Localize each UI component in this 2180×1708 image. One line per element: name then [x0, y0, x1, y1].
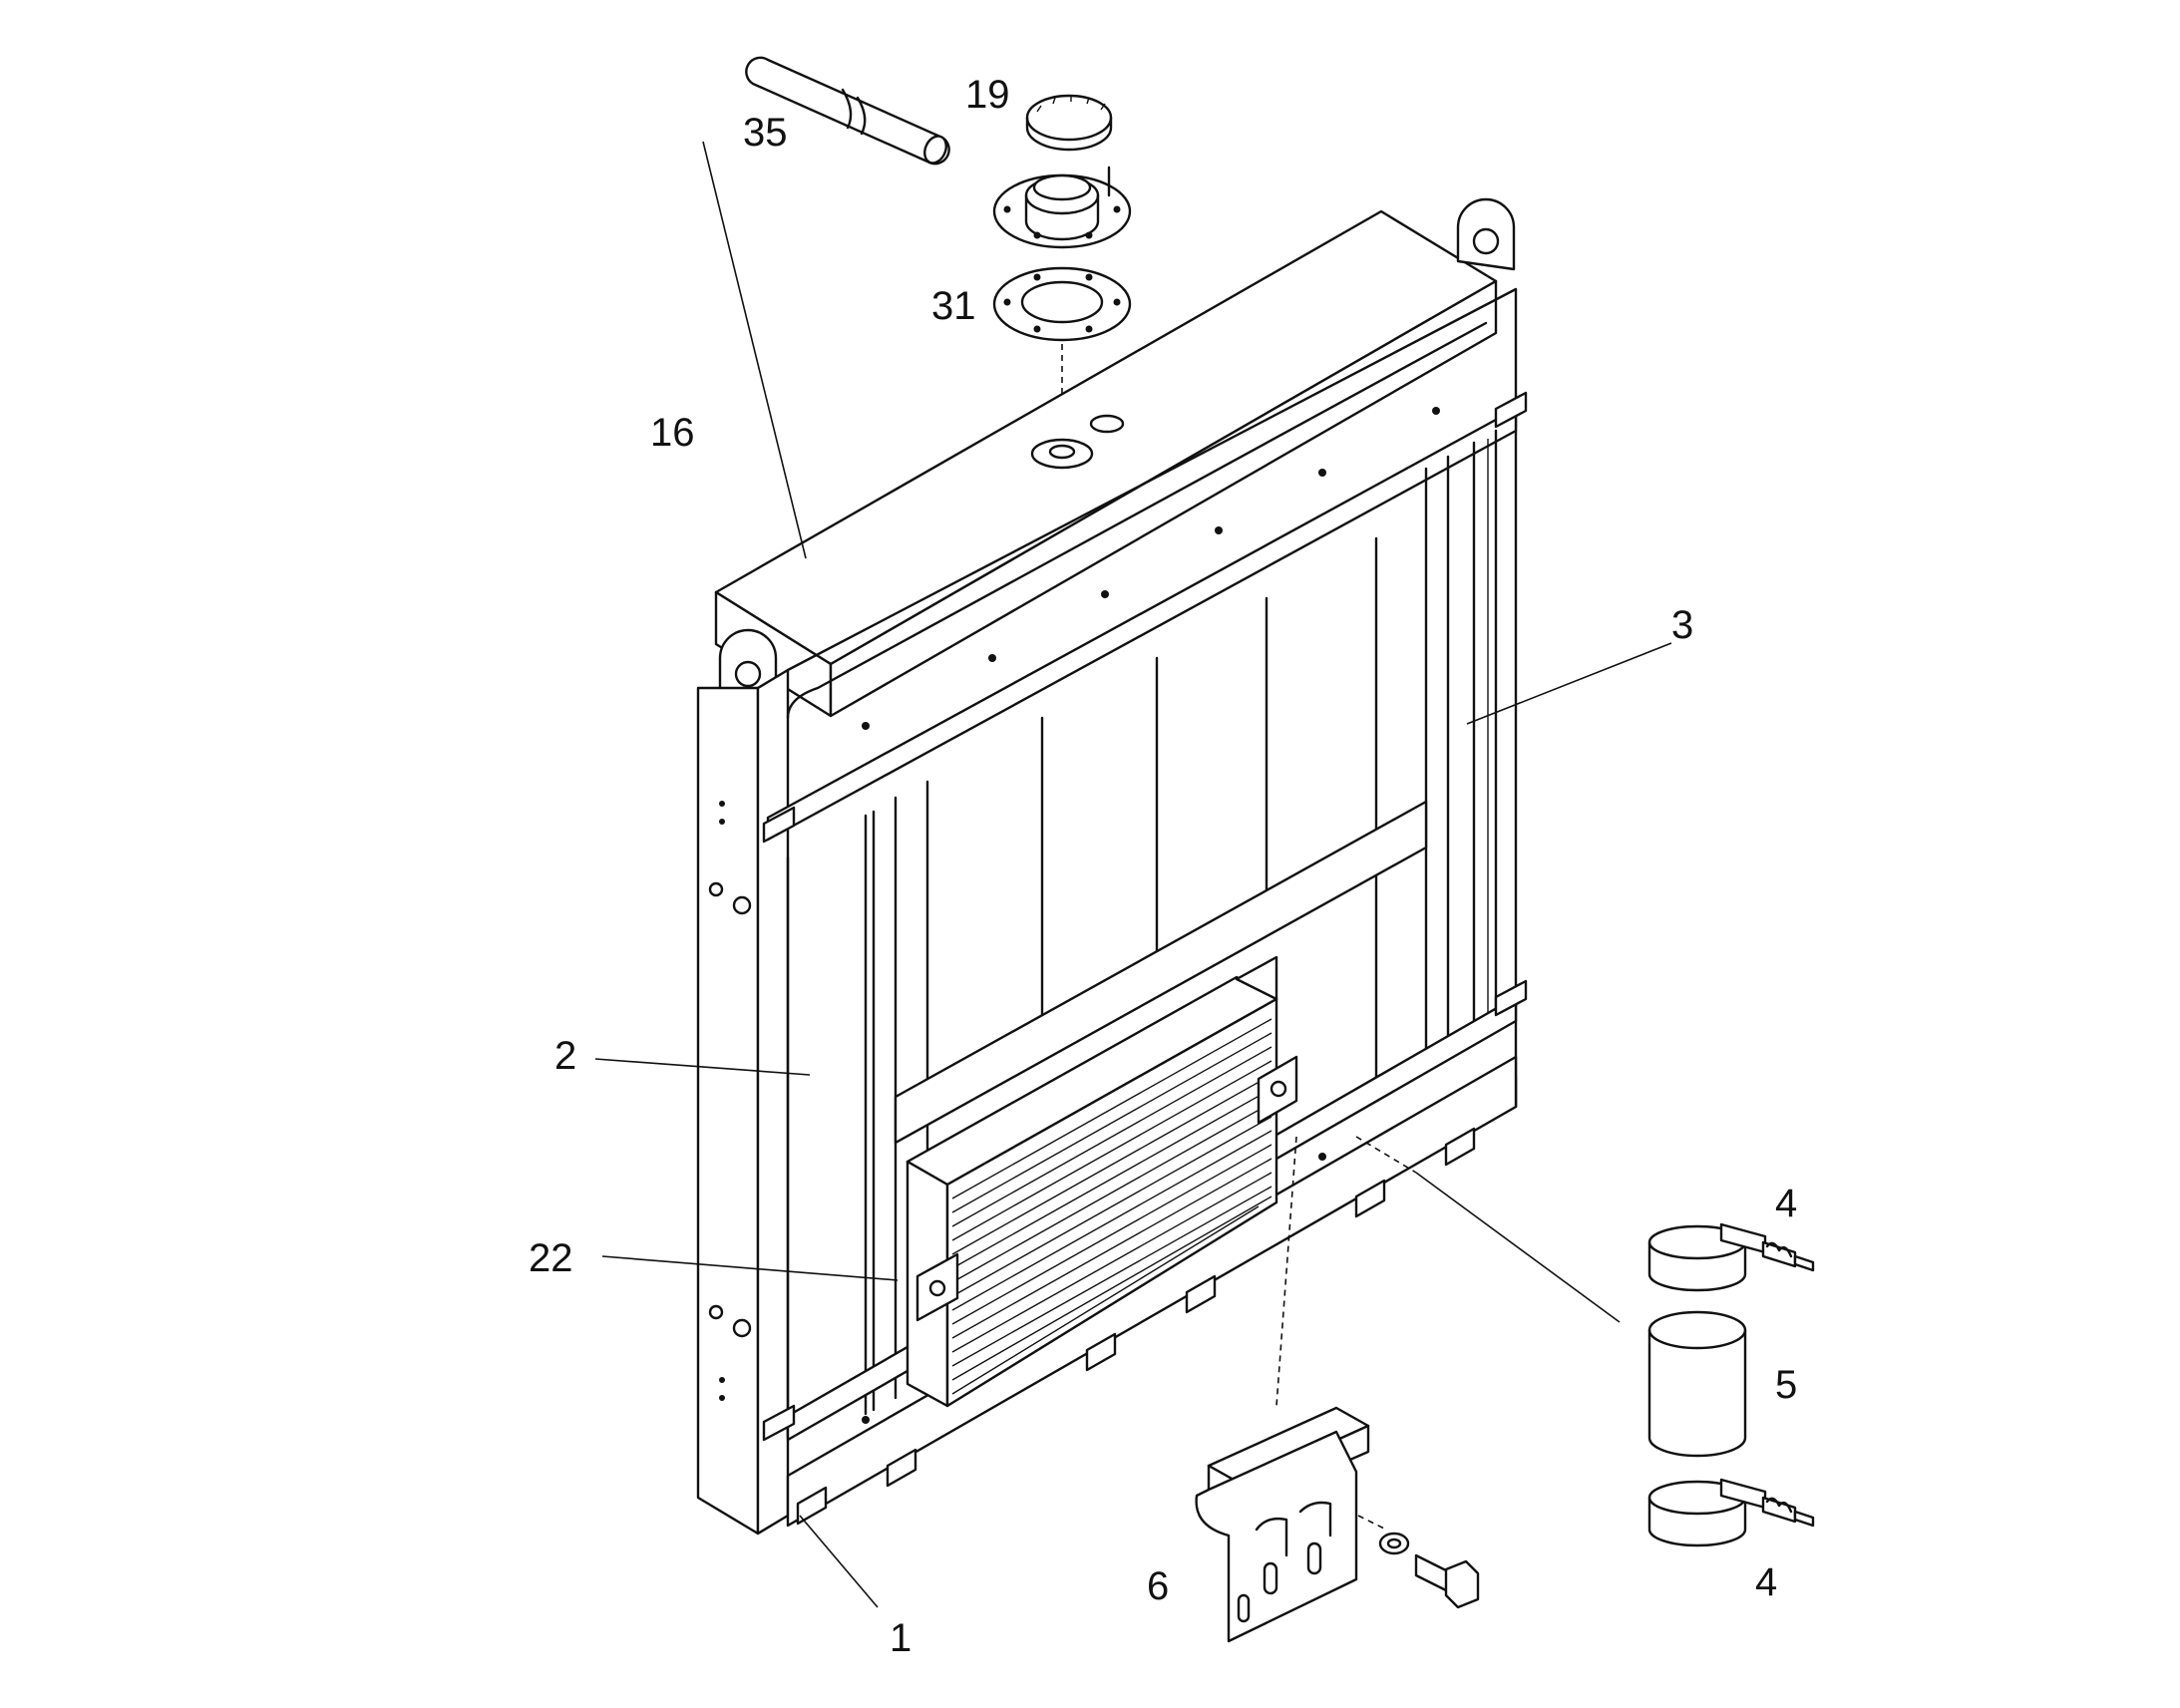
callout-5: 5 [1775, 1363, 1797, 1407]
filler-cap-part [1025, 94, 1113, 152]
callout-4-bottom: 4 [1755, 1560, 1777, 1604]
gasket-part [992, 266, 1132, 342]
radiator-assembly [696, 197, 1528, 1536]
callout-4-top: 4 [1775, 1182, 1797, 1225]
callout-2: 2 [554, 1034, 576, 1078]
callout-labels: 35 19 31 16 3 2 22 4 5 4 6 1 [529, 73, 1797, 1660]
callout-31: 31 [931, 284, 976, 328]
cooler-part [906, 955, 1298, 1408]
bolt-part [1378, 1532, 1480, 1609]
callout-35: 35 [743, 111, 788, 155]
callout-1: 1 [890, 1616, 911, 1660]
callout-6: 6 [1147, 1564, 1169, 1608]
callout-16: 16 [650, 411, 695, 455]
filler-neck-part [992, 166, 1132, 249]
callout-19: 19 [965, 73, 1010, 117]
assembly-axis-hose [1355, 1136, 1417, 1174]
hose-clamp-top-part [1647, 1222, 1815, 1292]
callout-22: 22 [529, 1236, 573, 1280]
hose-part [745, 56, 950, 166]
sleeve-part [1647, 1310, 1747, 1458]
mount-bracket-part [1195, 1406, 1387, 1643]
callout-3: 3 [1671, 603, 1693, 647]
hose-clamp-bottom-part [1647, 1478, 1815, 1547]
leader-lines [594, 141, 1672, 1608]
assembly-axis-bracket [1275, 1136, 1297, 1407]
